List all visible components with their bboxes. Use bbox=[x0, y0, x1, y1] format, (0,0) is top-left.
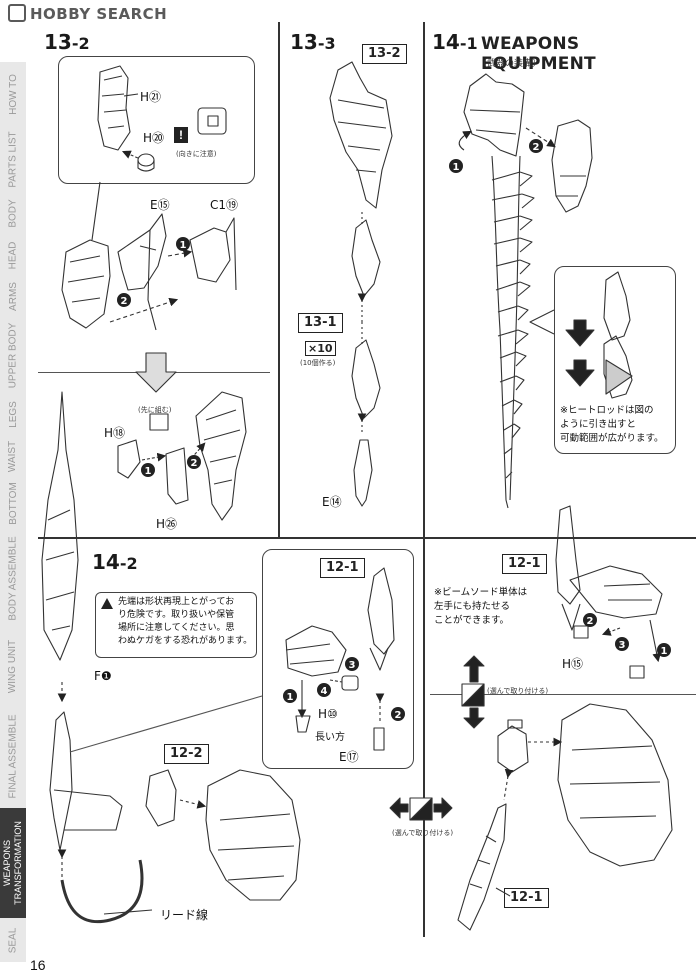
part-label-e17: E⑰ bbox=[339, 750, 359, 764]
part-label-c19: C1⑲ bbox=[210, 198, 239, 212]
side-tab-final-assemble[interactable]: FINAL ASSEMBLE bbox=[0, 704, 26, 809]
step-13-2-title: 13-2 bbox=[44, 30, 90, 54]
section-subheading: 〔武器の装備〕 bbox=[478, 59, 542, 69]
divider-13-2-split bbox=[38, 372, 270, 373]
part-label-f1: F❶ bbox=[94, 669, 112, 683]
step-marker-2: 2 bbox=[187, 455, 201, 469]
divider-horizontal bbox=[38, 537, 696, 539]
step-13-3-title: 13-3 bbox=[290, 30, 336, 54]
svg-text:2: 2 bbox=[121, 296, 128, 307]
part-label-h10: H⑩ bbox=[318, 707, 338, 721]
step-marker-2: 2 bbox=[529, 139, 543, 153]
side-tab-body-assemble[interactable]: BODY ASSEMBLE bbox=[0, 528, 26, 629]
side-tab-weapons-transformation[interactable]: WEAPONS TRANSFORMATION bbox=[0, 808, 26, 919]
ref-box-13-1: 13-1 bbox=[298, 313, 343, 333]
choose-attach-note-right: (選んで取り付ける) bbox=[487, 687, 549, 695]
step-marker-1: 1 bbox=[141, 463, 155, 477]
svg-text:1: 1 bbox=[453, 162, 460, 173]
step-marker-1: 1 bbox=[176, 237, 190, 251]
page-number: 16 bbox=[30, 957, 46, 973]
hand-final-drawing bbox=[457, 703, 673, 931]
side-tab-how-to[interactable]: HOW TO bbox=[0, 62, 26, 127]
swap-horizontal-drawing bbox=[389, 797, 453, 821]
logo-icon bbox=[8, 4, 26, 22]
side-tab-wing-unit[interactable]: WING UNIT bbox=[0, 628, 26, 705]
divider-vertical-2 bbox=[423, 22, 425, 537]
divider-vertical-3 bbox=[423, 537, 425, 937]
divider-vertical-1 bbox=[278, 22, 280, 537]
choose-attach-note-left: (選んで取り付ける) bbox=[392, 829, 454, 837]
step-marker-1: 1 bbox=[657, 643, 671, 657]
side-tab-body[interactable]: BODY bbox=[0, 192, 26, 235]
watermark-text: HOBBY SEARCH bbox=[30, 5, 168, 23]
warning-icon bbox=[101, 598, 113, 609]
side-tab-arms[interactable]: ARMS bbox=[0, 276, 26, 317]
ref-box-12-1-panel: 12-1 bbox=[320, 558, 365, 578]
assembly-13-3-drawing bbox=[329, 61, 393, 507]
ref-box-12-1-bottom: 12-1 bbox=[504, 888, 549, 908]
assembly-13-2-drawing bbox=[61, 213, 237, 331]
side-tab-seal[interactable]: SEAL bbox=[0, 918, 26, 963]
step-marker-1: 1 bbox=[449, 159, 463, 173]
callout-note-heat-rod: ※ヒートロッドは図の ように引き出すと 可動範囲が広がります。 bbox=[560, 405, 664, 444]
svg-text:2: 2 bbox=[587, 616, 594, 627]
part-label-e14: E⑭ bbox=[322, 495, 342, 509]
orientation-note: (向きに注意) bbox=[176, 150, 217, 158]
side-tab-legs[interactable]: LEGS bbox=[0, 394, 26, 435]
part-label-h21: H㉑ bbox=[140, 90, 162, 104]
svg-text:1: 1 bbox=[145, 466, 152, 477]
side-tab-waist[interactable]: WAIST bbox=[0, 434, 26, 479]
watermark: HOBBY SEARCH bbox=[8, 4, 167, 23]
svg-text:2: 2 bbox=[533, 142, 540, 153]
count-note: (10個作る) bbox=[300, 359, 336, 367]
ref-box-13-2: 13-2 bbox=[362, 44, 407, 64]
svg-text:3: 3 bbox=[619, 640, 626, 651]
part-label-e15: E⑮ bbox=[150, 198, 170, 212]
side-tab-parts-list[interactable]: PARTS LIST bbox=[0, 126, 26, 193]
svg-text:1: 1 bbox=[180, 240, 187, 251]
side-tab-head[interactable]: HEAD bbox=[0, 234, 26, 277]
svg-text:2: 2 bbox=[191, 458, 198, 469]
lead-wire-label: リード線 bbox=[160, 908, 209, 922]
ref-box-12-2: 12-2 bbox=[164, 744, 209, 764]
step-14-1-title: 14-1 bbox=[432, 30, 478, 54]
side-tab-bottom[interactable]: BOTTOM bbox=[0, 478, 26, 529]
step-14-2-title: 14-2 bbox=[92, 550, 138, 574]
detail-panel-13-2 bbox=[58, 56, 255, 184]
long-side-label: 長い方 bbox=[315, 732, 345, 743]
part-label-h26: H㉖ bbox=[156, 517, 178, 531]
svg-text:1: 1 bbox=[661, 646, 668, 657]
divider-right-bottom-split bbox=[430, 694, 696, 695]
side-tab-upper-body[interactable]: UPPER BODY bbox=[0, 316, 26, 395]
step-marker-2: 2 bbox=[583, 613, 597, 627]
step-marker-2: 2 bbox=[117, 293, 131, 307]
ref-box-12-1-top: 12-1 bbox=[502, 554, 547, 574]
section-heading-weapons: WEAPONS EQUIPMENT bbox=[481, 34, 596, 74]
warning-text: 先端は形状再現上とがってお り危険です。取り扱いや保管 場所に注意してください。… bbox=[118, 597, 253, 646]
caution-icon: ! bbox=[174, 127, 188, 143]
warning-panel bbox=[95, 592, 257, 658]
beam-sword-drawing bbox=[555, 505, 663, 679]
part-label-h18: H⑱ bbox=[104, 426, 126, 440]
step-marker-3: 3 bbox=[615, 637, 629, 651]
count-badge: ×10 bbox=[305, 341, 336, 356]
part-label-h20: H⑳ bbox=[143, 131, 165, 145]
pre-assemble-note: (先に組む) bbox=[138, 406, 172, 414]
part-label-h15: H⑮ bbox=[562, 657, 584, 671]
beam-sword-note: ※ビームソード単体は 左手にも持たせる ことができます。 bbox=[434, 587, 528, 626]
swap-vertical-drawing bbox=[461, 655, 485, 729]
